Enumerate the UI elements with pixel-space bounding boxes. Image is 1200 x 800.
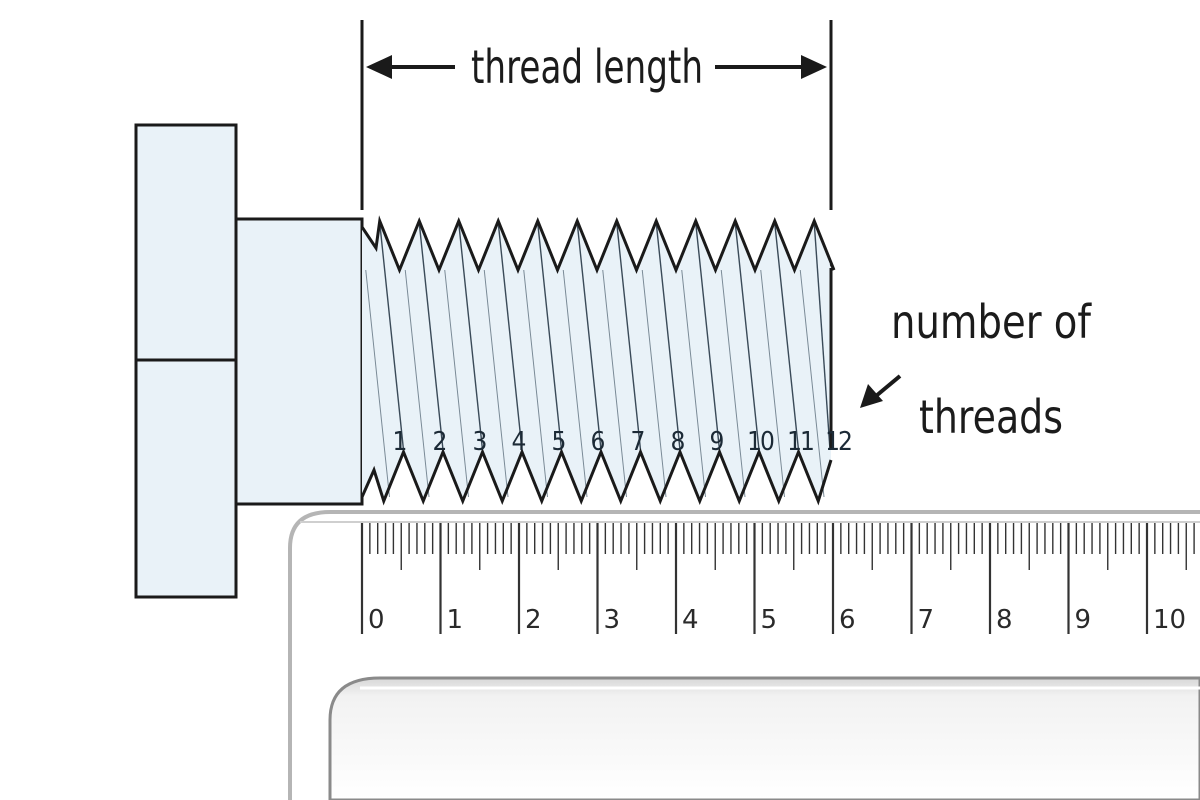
thread-number: 10 <box>747 427 774 457</box>
thread-helix-back-line <box>720 269 746 498</box>
bolt-shank-rect <box>234 217 364 506</box>
thread-helix-line <box>379 222 405 451</box>
thread-helix-line <box>418 222 444 451</box>
number-of-threads-callout: number of threads <box>860 295 1093 444</box>
ruler-inner-panel <box>328 676 1200 800</box>
thread-length-label: thread length <box>471 40 703 94</box>
ruler-number: 9 <box>1075 605 1092 635</box>
thread-number: 12 <box>825 427 851 457</box>
ruler-number: 8 <box>996 605 1013 635</box>
thread-number: 8 <box>671 427 686 457</box>
thread-number: 5 <box>552 427 567 457</box>
thread-length-dimension: thread length <box>360 20 833 210</box>
bolt-threads: 1 2 3 4 5 6 7 8 9 10 11 12 <box>360 215 853 506</box>
thread-bottom-profile <box>360 447 833 506</box>
thread-helix-line <box>458 222 484 451</box>
thread-helix-back-line <box>365 269 390 498</box>
thread-helix-back-line <box>562 269 588 498</box>
thread-helix-back-line <box>602 269 627 498</box>
thread-helix-line <box>774 222 800 451</box>
thread-helix-back-line <box>799 269 825 498</box>
thread-helix-line <box>695 222 721 451</box>
ruler-number: 4 <box>682 605 699 635</box>
thread-helix-back-line <box>483 269 509 498</box>
thread-number: 3 <box>473 427 488 457</box>
thread-helix-line <box>616 222 642 451</box>
ruler-ticks <box>300 521 1200 634</box>
ruler-number: 7 <box>918 605 935 635</box>
thread-helix-line <box>813 222 831 451</box>
thread-helix-line <box>655 222 681 451</box>
thread-number: 1 <box>393 427 408 457</box>
ruler-number: 2 <box>525 605 542 635</box>
ruler-labels: 0 1 2 3 4 5 6 7 8 9 10 <box>368 605 1186 635</box>
ruler-number: 3 <box>604 605 621 635</box>
number-of-threads-label-line2: threads <box>919 390 1063 444</box>
thread-helix-back-line <box>641 269 667 498</box>
thread-helix-back-line <box>523 269 548 498</box>
ruler-number: 5 <box>761 605 778 635</box>
thread-number: 6 <box>591 427 606 457</box>
ruler-number: 1 <box>447 605 464 635</box>
thread-helix-back-line <box>760 269 785 498</box>
bolt-head <box>134 123 238 599</box>
ruler-number: 0 <box>368 605 385 635</box>
ruler: 0 1 2 3 4 5 6 7 8 9 10 <box>288 510 1200 800</box>
thread-top-profile <box>360 215 836 275</box>
thread-helix-line <box>497 222 523 451</box>
thread-helix-back-line <box>404 269 430 498</box>
dimension-left-arrowhead <box>366 55 392 79</box>
thread-helix-back-line <box>444 269 469 498</box>
thread-number: 11 <box>787 427 813 457</box>
thread-helix-back-line <box>681 269 706 498</box>
thread-number: 7 <box>631 427 646 457</box>
ruler-number: 10 <box>1153 605 1186 635</box>
dimension-right-arrowhead <box>801 55 827 79</box>
thread-number: 2 <box>433 427 448 457</box>
thread-number: 9 <box>710 427 725 457</box>
callout-arrow-shaft <box>874 374 902 398</box>
number-of-threads-label-line1: number of <box>891 295 1093 349</box>
thread-helix-line <box>576 222 602 451</box>
thread-helix-line <box>537 222 563 451</box>
bolt-shank <box>234 217 364 506</box>
thread-helix-lines <box>365 222 831 498</box>
thread-helix-line <box>734 222 760 451</box>
thread-numbers: 1 2 3 4 5 6 7 8 9 10 11 12 <box>393 427 853 457</box>
ruler-number: 6 <box>839 605 856 635</box>
thread-number: 4 <box>512 427 527 457</box>
callout-arrowhead <box>860 384 883 408</box>
